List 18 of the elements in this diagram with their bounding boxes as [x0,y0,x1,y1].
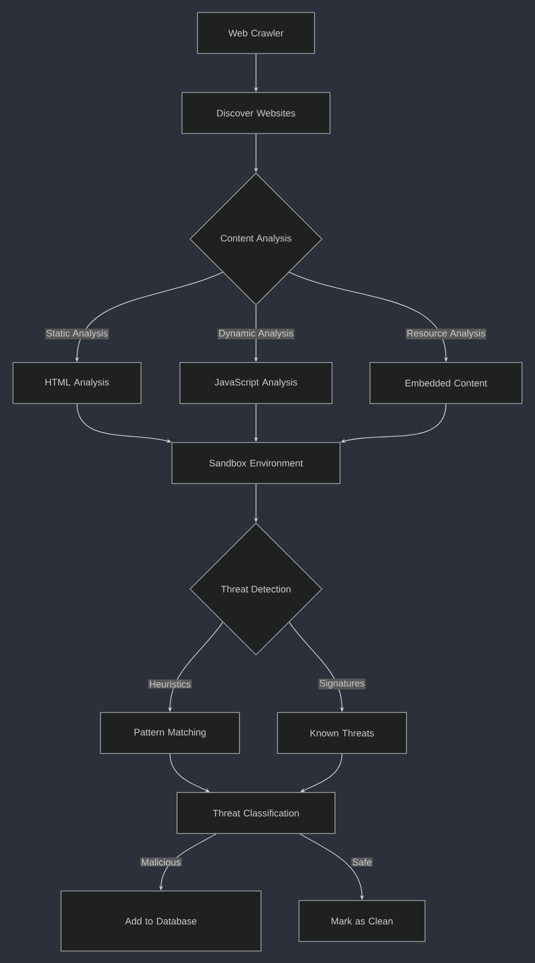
process-box: Discover Websites [182,92,330,134]
process-box: Threat Classification [176,792,336,834]
process-box: Known Threats [277,712,407,754]
process-box: JavaScript Analysis [180,362,332,404]
process-box: Add to Database [60,890,262,952]
edge-label: Heuristics [148,680,192,688]
edge-label: Resource Analysis [406,328,486,340]
process-box: Embedded Content [370,362,522,404]
edge-label: Malicious [140,858,182,866]
process-box: HTML Analysis [12,362,142,404]
process-box: Web Crawler [197,12,315,54]
edge-label: Dynamic Analysis [218,328,294,340]
edge-label: Signatures [318,678,366,690]
process-box: Sandbox Environment [172,442,340,484]
edge-label: Static Analysis [45,328,109,340]
process-box: Mark as Clean [298,900,426,942]
edge-label: Safe [351,858,373,866]
process-box: Pattern Matching [100,712,240,754]
